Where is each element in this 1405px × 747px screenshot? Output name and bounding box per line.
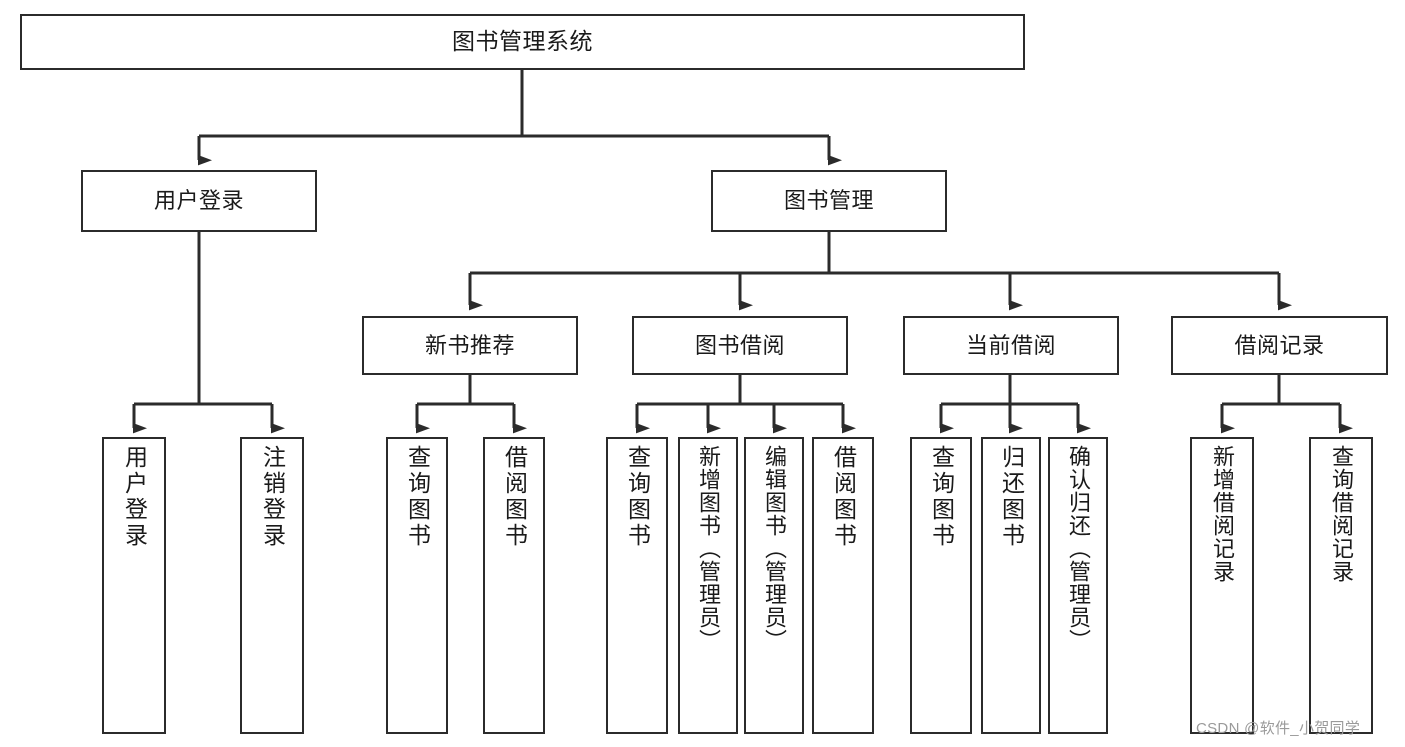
leaf-query-book-recommend[interactable]: 查询图书 (386, 437, 448, 734)
leaf-user-login[interactable]: 用户登录 (102, 437, 166, 734)
leaf-edit-book-admin[interactable]: 编辑图书（管理员） (744, 437, 804, 734)
leaf-query-book-current[interactable]: 查询图书 (910, 437, 972, 734)
leaf-user-logout[interactable]: 注销登录 (240, 437, 304, 734)
node-new-book-recommend[interactable]: 新书推荐 (362, 316, 578, 375)
node-label: 查询图书 (624, 445, 651, 549)
node-label: 借阅记录 (1234, 332, 1325, 358)
node-label: 图书管理系统 (452, 28, 593, 55)
node-book-borrow[interactable]: 图书借阅 (632, 316, 848, 375)
node-label: 图书管理 (783, 188, 874, 214)
node-label: 注销登录 (259, 445, 286, 549)
leaf-borrow-book[interactable]: 借阅图书 (812, 437, 874, 734)
node-label: 新书推荐 (424, 332, 515, 358)
node-label: 用户登录 (121, 445, 148, 549)
node-current-borrow[interactable]: 当前借阅 (903, 316, 1119, 375)
node-label: 查询图书 (404, 445, 431, 549)
leaf-borrow-book-recommend[interactable]: 借阅图书 (483, 437, 545, 734)
leaf-return-book[interactable]: 归还图书 (981, 437, 1041, 734)
node-label: 查询借阅记录 (1329, 445, 1354, 583)
node-label: 查询图书 (928, 445, 955, 549)
node-label: 图书借阅 (694, 332, 785, 358)
node-book-manage[interactable]: 图书管理 (711, 170, 947, 232)
node-label: 借阅图书 (501, 445, 528, 549)
node-label: 借阅图书 (830, 445, 857, 549)
node-borrow-record[interactable]: 借阅记录 (1171, 316, 1388, 375)
node-label: 当前借阅 (965, 332, 1056, 358)
node-label: 归还图书 (998, 445, 1025, 549)
node-label: 用户登录 (153, 188, 244, 214)
leaf-query-book-borrow[interactable]: 查询图书 (606, 437, 668, 734)
leaf-add-borrow-record[interactable]: 新增借阅记录 (1190, 437, 1254, 734)
leaf-add-book-admin[interactable]: 新增图书（管理员） (678, 437, 738, 734)
node-root-book-management-system[interactable]: 图书管理系统 (20, 14, 1025, 70)
node-user-login[interactable]: 用户登录 (81, 170, 317, 232)
leaf-confirm-return-admin[interactable]: 确认归还（管理员） (1048, 437, 1108, 734)
node-label: 确认归还（管理员） (1066, 445, 1091, 652)
node-label: 编辑图书（管理员） (762, 445, 787, 652)
node-label: 新增图书（管理员） (696, 445, 721, 652)
leaf-query-borrow-record[interactable]: 查询借阅记录 (1309, 437, 1373, 734)
csdn-watermark: CSDN @软件_小贺同学 (1196, 720, 1361, 737)
node-label: 新增借阅记录 (1210, 445, 1235, 583)
